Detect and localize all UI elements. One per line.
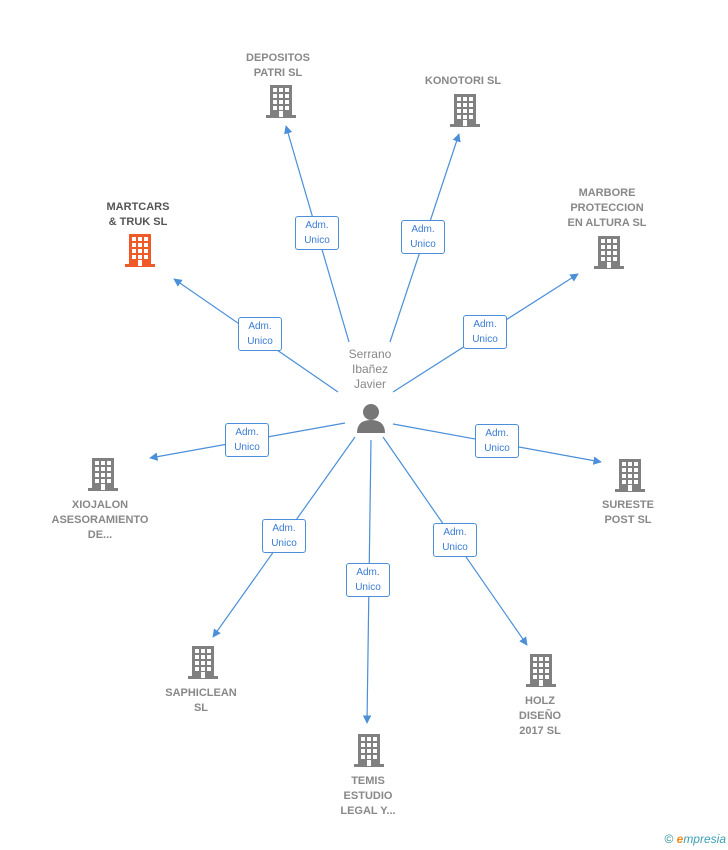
- building-icon-martcars[interactable]: [125, 234, 155, 267]
- company-label-temis[interactable]: TEMIS ESTUDIO LEGAL Y...: [340, 775, 396, 817]
- building-icon-marbore[interactable]: [594, 236, 624, 269]
- company-label-holz[interactable]: HOLZ DISEÑO 2017 SL: [518, 695, 562, 737]
- role-badge-depositos: Adm. Unico: [295, 216, 339, 250]
- building-icon-temis[interactable]: [354, 734, 384, 767]
- role-badge-xiojalon: Adm. Unico: [225, 423, 269, 457]
- role-badge-holz: Adm. Unico: [433, 523, 477, 557]
- building-icon-xiojalon[interactable]: [88, 458, 118, 491]
- role-badge-konotori: Adm. Unico: [401, 220, 445, 254]
- role-badge-sureste: Adm. Unico: [475, 424, 519, 458]
- company-label-martcars[interactable]: MARTCARS & TRUK SL: [106, 201, 170, 228]
- role-badge-saphiclean: Adm. Unico: [262, 519, 306, 553]
- building-icon-konotori[interactable]: [450, 94, 480, 127]
- company-label-sureste[interactable]: SURESTE POST SL: [602, 499, 654, 526]
- footer-brand: © empresia: [664, 832, 726, 846]
- person-icon: [357, 404, 385, 433]
- building-icon-holz[interactable]: [526, 654, 556, 687]
- building-icon-saphiclean[interactable]: [188, 646, 218, 679]
- copyright-icon: ©: [664, 832, 674, 846]
- role-badge-martcars: Adm. Unico: [238, 317, 282, 351]
- company-label-depositos[interactable]: DEPOSITOS PATRI SL: [246, 52, 310, 79]
- role-badge-temis: Adm. Unico: [346, 563, 390, 597]
- role-badge-marbore: Adm. Unico: [463, 315, 507, 349]
- company-label-konotori[interactable]: KONOTORI SL: [424, 75, 502, 87]
- brand-logo-text: mpresia: [683, 832, 726, 846]
- company-label-saphiclean[interactable]: SAPHICLEAN SL: [165, 687, 237, 714]
- building-icon-sureste[interactable]: [615, 459, 645, 492]
- company-label-marbore[interactable]: MARBORE PROTECCION EN ALTURA SL: [567, 187, 647, 229]
- company-label-xiojalon[interactable]: XIOJALON ASESORAMIENTO DE...: [51, 499, 149, 541]
- person-name[interactable]: Serrano Ibañez Javier: [348, 347, 392, 391]
- building-icon-depositos[interactable]: [266, 85, 296, 118]
- brand-logo-initial: e: [676, 832, 684, 846]
